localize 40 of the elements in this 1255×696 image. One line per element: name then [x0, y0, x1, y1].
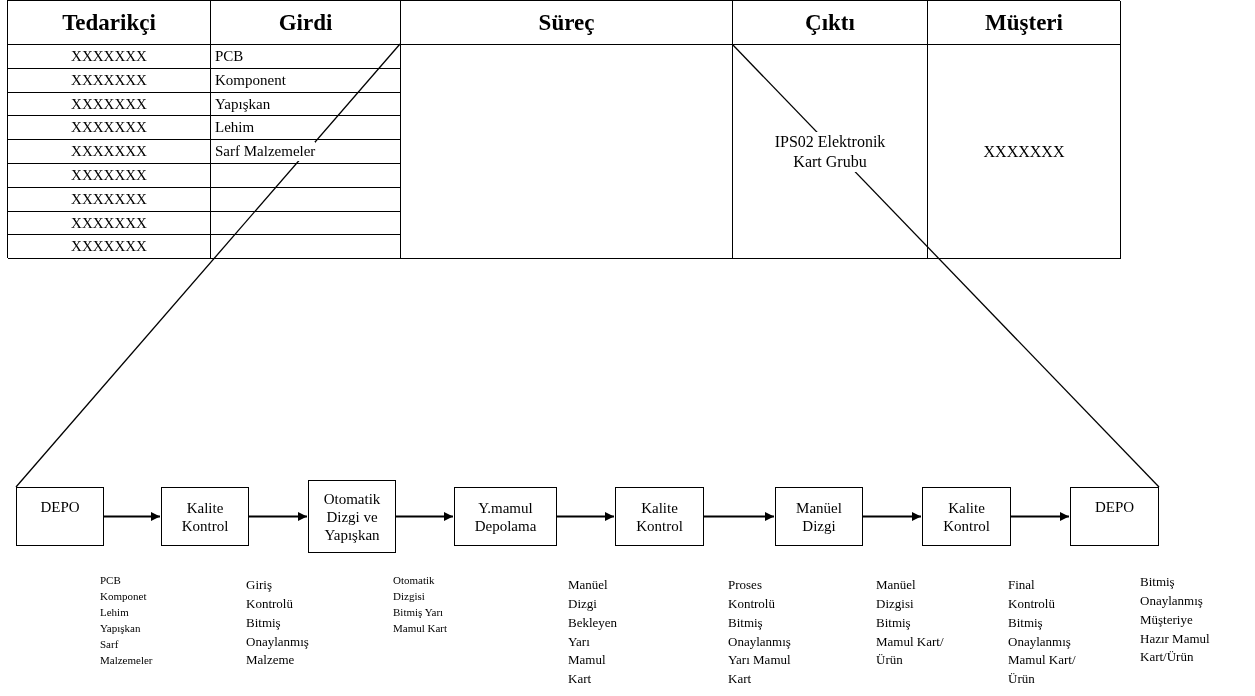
process-box: [615, 487, 704, 546]
arrow: [248, 512, 308, 521]
arrow: [1010, 512, 1070, 521]
output-note: PCB Komponet Lehim Yapışkan Sarf Malzemeler: [100, 573, 154, 668]
output-note: Otomatik Dizgisi Bitmiş Yarı Mamul Kart: [393, 573, 449, 636]
arrow: [103, 512, 161, 521]
zoom-line: [731, 43, 1160, 488]
process-box: [775, 487, 863, 546]
column-header: Girdi: [278, 9, 333, 36]
output-note: Proses Kontrolü Bitmiş Onaylanmış Yarı Mamul Kart: [728, 576, 792, 689]
column-header: Müşteri: [985, 9, 1063, 36]
box-label: Manüel Dizgi: [795, 498, 843, 535]
column-header: Süreç: [538, 9, 595, 36]
box-label: DEPO: [1094, 498, 1135, 516]
zoom-line: [15, 43, 401, 488]
process-box: [454, 487, 557, 546]
box-label: Kalite Kontrol: [635, 498, 684, 535]
box-label: Y.mamul Depolama: [473, 498, 538, 535]
process-box: [161, 487, 249, 546]
box-label: Kalite Kontrol: [942, 498, 991, 535]
output-note: Manüel Dizgi Bekleyen Yarı Mamul Kart: [568, 576, 619, 689]
arrow: [556, 512, 615, 521]
process-box: [16, 487, 104, 546]
output-note: Manüel Dizgisi Bitmiş Mamul Kart/Ürün: [876, 576, 944, 670]
process-box: [1070, 487, 1159, 546]
box-label: Kalite Kontrol: [180, 498, 230, 535]
box-label: Otomatik Dizgi ve Yapışkan: [322, 489, 382, 544]
cell-text: Sarf Malzemeler: [215, 142, 316, 161]
output-note: Bitmiş Onaylanmış Müşteriye Hazır Mamul Kart/Ürün: [1140, 573, 1211, 667]
arrow: [395, 512, 454, 521]
process-box: [922, 487, 1011, 546]
output-note: Giriş Kontrolü Bitmiş Onaylanmış Malzeme: [246, 576, 310, 670]
box-label: DEPO: [40, 498, 80, 516]
column-header: Tedarikçi: [62, 9, 156, 36]
arrow: [862, 512, 922, 521]
process-box: [308, 480, 396, 553]
arrow: [703, 512, 775, 521]
column-header: Çıktı: [805, 9, 855, 36]
output-note: Final Kontrolü Bitmiş Onaylanmış Mamul Kart/Ürün: [1008, 576, 1076, 689]
process-column-area: [401, 45, 733, 260]
